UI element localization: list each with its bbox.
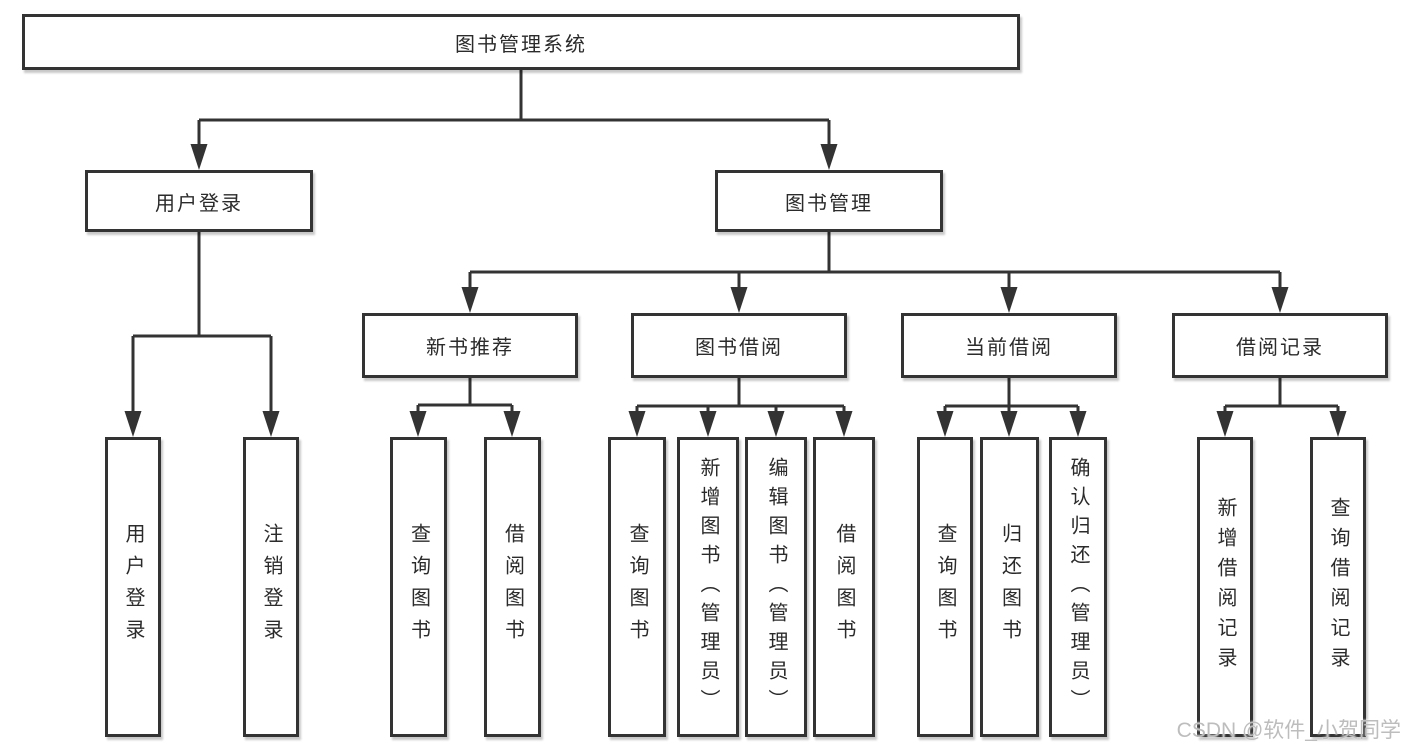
leaf-label: 借阅图书 [501,523,524,651]
node-book-management: 图书管理 [715,170,943,232]
branch-book-borrowing [628,378,853,437]
branch-root [190,70,838,170]
branch-new-books [409,378,521,437]
leaf-edit-books-admin: 编辑图书（管理员） [745,437,807,737]
csdn-watermark: CSDN @软件_小贺同学 [1176,719,1401,742]
leaf-return-books: 归还图书 [980,437,1039,737]
node-label: 图书管理 [785,192,873,215]
leaf-query-books-3: 查询图书 [917,437,973,737]
leaf-borrow-books-2: 借阅图书 [813,437,875,737]
leaf-user-login: 用户登录 [105,437,161,737]
leaf-confirm-return-admin: 确认归还（管理员） [1049,437,1107,737]
leaf-label: 编辑图书（管理员） [765,456,787,718]
node-label: 图书管理系统 [455,33,587,56]
node-label: 当前借阅 [965,337,1053,359]
leaf-label: 新增借阅记录 [1214,497,1236,677]
node-root-system: 图书管理系统 [22,14,1020,70]
node-user-login: 用户登录 [85,170,313,232]
leaf-label: 查询图书 [934,523,956,651]
leaf-logout: 注销登录 [243,437,299,737]
leaf-borrow-books-1: 借阅图书 [484,437,541,737]
leaf-label: 查询图书 [626,523,648,651]
node-book-borrowing: 图书借阅 [631,313,847,378]
branch-book-management [461,232,1289,313]
leaf-query-books-2: 查询图书 [608,437,666,737]
leaf-label: 查询借阅记录 [1327,497,1349,677]
node-current-borrowing: 当前借阅 [901,313,1117,378]
leaf-label: 查询图书 [407,523,430,651]
node-label: 新书推荐 [426,337,514,359]
leaf-add-borrow-record: 新增借阅记录 [1197,437,1253,737]
leaf-label: 确认归还（管理员） [1067,456,1089,718]
leaf-query-borrow-record: 查询借阅记录 [1310,437,1366,737]
leaf-label: 归还图书 [998,523,1021,651]
node-label: 用户登录 [155,192,243,215]
leaf-label: 用户登录 [122,523,144,651]
branch-borrow-records [1216,378,1347,437]
node-borrow-records: 借阅记录 [1172,313,1388,378]
leaf-label: 注销登录 [260,523,282,651]
branch-current-borrowing [936,378,1087,437]
node-new-book-recommendation: 新书推荐 [362,313,578,378]
leaf-add-books-admin: 新增图书（管理员） [677,437,739,737]
node-label: 借阅记录 [1236,337,1324,359]
leaf-label: 新增图书（管理员） [697,456,719,718]
leaf-label: 借阅图书 [833,523,855,651]
leaf-query-books-1: 查询图书 [390,437,447,737]
node-label: 图书借阅 [695,337,783,359]
branch-user-login [124,232,280,437]
